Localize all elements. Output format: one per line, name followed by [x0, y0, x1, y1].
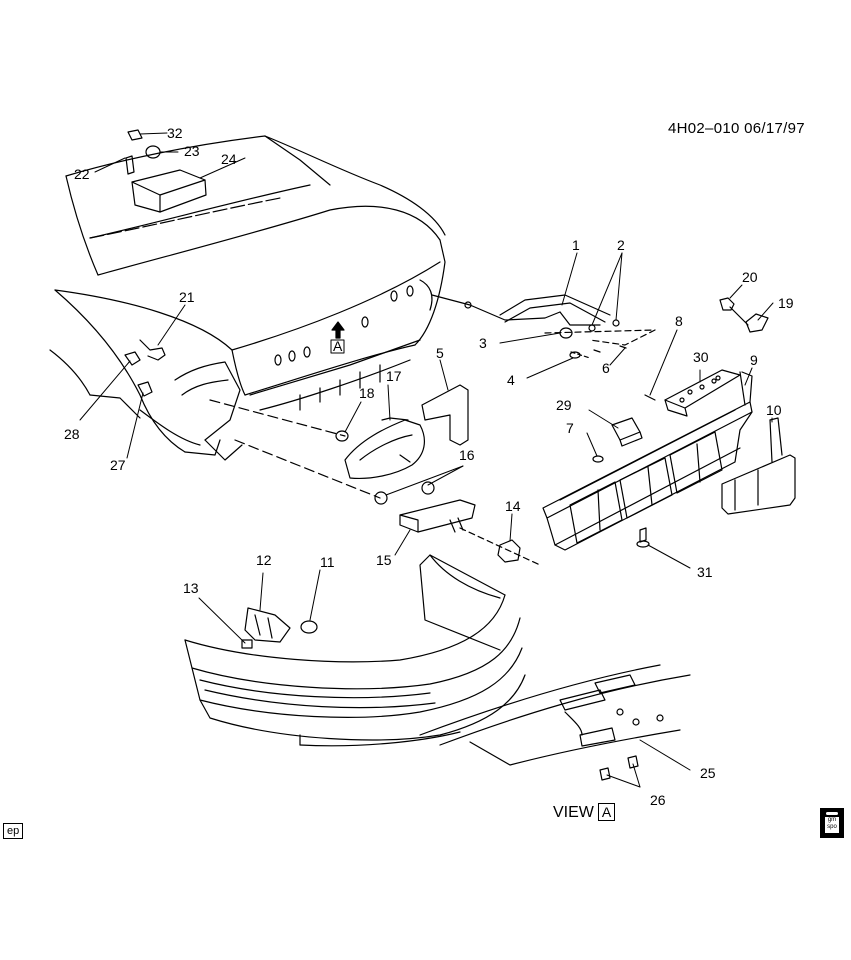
callout-16: 16: [459, 447, 475, 463]
lens-10: [721, 417, 796, 515]
callout-27: 27: [110, 457, 126, 473]
callout-30: 30: [693, 349, 709, 365]
callout-8: 8: [675, 313, 683, 329]
callout-26: 26: [650, 792, 666, 808]
callout-15: 15: [376, 552, 392, 568]
callout-32: 32: [167, 125, 183, 141]
callout-20: 20: [742, 269, 758, 285]
bracket-5: [421, 384, 469, 446]
bolt-31: [636, 527, 650, 548]
rear-panel-9: [542, 371, 753, 551]
car-body-rear: [49, 135, 446, 461]
reflector-15: [399, 499, 476, 533]
bulbs-22-23-32: [125, 129, 161, 175]
bracket-12: [244, 607, 291, 643]
bracket-30: [664, 369, 741, 417]
callout-18: 18: [359, 385, 375, 401]
wiring-21-27-28: [124, 339, 166, 397]
callout-19: 19: [778, 295, 794, 311]
callout-4: 4: [507, 372, 515, 388]
callout-1: 1: [572, 237, 580, 253]
callout-5: 5: [436, 345, 444, 361]
view-a-detail: [419, 664, 691, 781]
nut-14: [459, 527, 541, 566]
callout-11: 11: [320, 554, 335, 570]
callout-14: 14: [505, 498, 521, 514]
leader-lines: [79, 132, 774, 788]
callout-12: 12: [256, 552, 272, 568]
callout-29: 29: [556, 397, 572, 413]
clip-13: [241, 639, 253, 649]
bumper-fascia: [184, 554, 526, 747]
view-a-marker: A: [333, 338, 343, 354]
drawing-code: 4H02–010 06/17/97: [668, 120, 805, 137]
callout-22: 22: [74, 166, 90, 182]
callout-3: 3: [479, 335, 487, 351]
clip-29: [611, 417, 643, 447]
callout-7: 7: [566, 420, 574, 436]
callout-24: 24: [221, 151, 237, 167]
gm-spo-logo: gm spo: [820, 808, 844, 838]
callout-23: 23: [184, 143, 200, 159]
view-label-ref: A: [597, 803, 616, 821]
callout-9: 9: [750, 352, 758, 368]
ep-tag: ep: [3, 823, 24, 839]
callout-10: 10: [766, 402, 782, 418]
view-a-arrow: A: [330, 321, 345, 354]
nut-11: [300, 620, 318, 634]
callout-17: 17: [386, 368, 402, 384]
socket-18: [209, 399, 349, 442]
support-rod-assembly: [431, 294, 620, 332]
pin-8: [644, 394, 656, 401]
grommets-16: [234, 439, 435, 505]
callout-21: 21: [179, 289, 195, 305]
fastener-group-3-4-6: [544, 327, 656, 359]
clip-19-20: [719, 297, 769, 333]
callout-31: 31: [697, 564, 713, 580]
callout-6: 6: [602, 360, 610, 376]
logo-top-bar: [826, 812, 838, 815]
washer-7: [592, 455, 604, 463]
logo-text: gm spo: [825, 817, 839, 833]
view-label-text: VIEW: [553, 804, 594, 821]
callout-28: 28: [64, 426, 80, 442]
tail-lamp-17: [344, 417, 426, 480]
callout-labels: 1 2 3 4 5 6 7 8 9 10 11 12 13 14 15 16 1…: [64, 125, 794, 808]
callout-2: 2: [617, 237, 625, 253]
callout-13: 13: [183, 580, 199, 596]
callout-25: 25: [700, 765, 716, 781]
